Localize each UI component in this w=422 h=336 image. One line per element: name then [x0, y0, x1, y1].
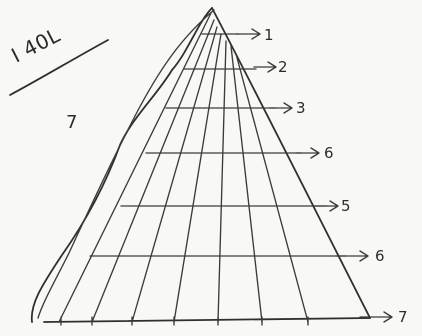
- row-label-3: 3: [296, 99, 306, 117]
- triangle-left-side: [30, 7, 213, 323]
- row-arrows: [235, 28, 393, 323]
- diagonal-grid-lines: [58, 12, 309, 323]
- diagonal-4: [173, 33, 222, 323]
- diagonal-5: [217, 40, 227, 323]
- horizontal-grid-lines: [89, 33, 347, 257]
- row-arrow-6: [335, 250, 369, 262]
- diagonal-2: [91, 19, 215, 323]
- diagonal-7: [235, 53, 309, 323]
- title-underline: [9, 39, 109, 96]
- row-labels: 1 2 3 6 5 6 7: [264, 26, 408, 326]
- row-label-4: 6: [324, 144, 334, 162]
- row-label-6: 6: [375, 247, 385, 265]
- triangle-base: [43, 317, 371, 323]
- row-arrow-1: [235, 28, 261, 40]
- row-label-7: 7: [398, 308, 408, 326]
- row-label-5: 5: [341, 197, 351, 215]
- outer-left-arc: [37, 9, 215, 319]
- row-arrow-4: [295, 147, 320, 159]
- diagonal-3: [131, 26, 218, 323]
- row-arrow-3: [269, 102, 293, 114]
- diagonal-6: [230, 45, 263, 323]
- diagram-title: I 40L: [7, 23, 64, 68]
- row-label-2: 2: [278, 58, 288, 76]
- row-label-1: 1: [264, 26, 274, 44]
- row-arrow-7: [359, 311, 393, 323]
- row-arrow-5: [313, 200, 339, 212]
- row-arrow-2: [253, 61, 277, 73]
- triangle-right-side: [211, 7, 371, 319]
- base-ticks: [60, 316, 309, 326]
- side-mark: 7: [66, 112, 77, 133]
- diagonal-1: [58, 12, 212, 323]
